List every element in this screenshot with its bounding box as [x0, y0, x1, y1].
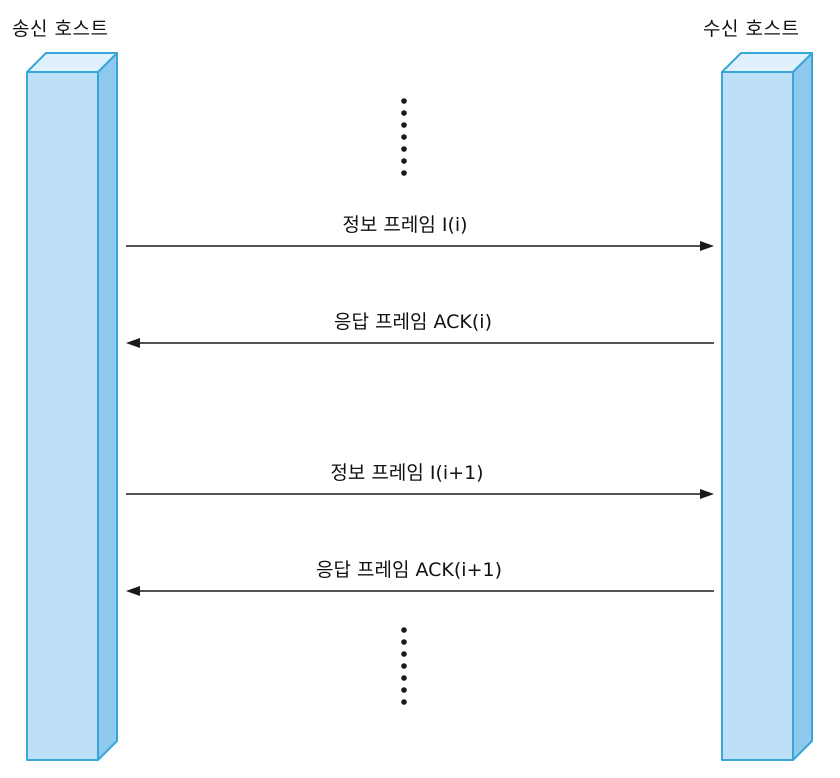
message-arrow-3	[126, 489, 714, 499]
message-label-2: 응답 프레임 ACK(i)	[334, 311, 492, 333]
continuation-dot	[401, 663, 407, 669]
continuation-dots-top	[401, 98, 407, 176]
receiver-host-label: 수신 호스트	[703, 18, 800, 40]
sender-bar-top	[26, 52, 118, 73]
receiver-bar-top	[721, 52, 813, 73]
message-label-3: 정보 프레임 I(i+1)	[330, 462, 484, 484]
continuation-dot	[401, 687, 407, 693]
receiver-bar-side	[792, 52, 813, 761]
message-label-1: 정보 프레임 I(i)	[342, 214, 468, 236]
continuation-dot	[401, 110, 407, 116]
continuation-dot	[401, 146, 407, 152]
sender-host-label: 송신 호스트	[12, 18, 109, 40]
sender-bar-side	[97, 52, 118, 761]
continuation-dot	[401, 170, 407, 176]
sender-bar-front	[26, 71, 99, 761]
message-arrow-2	[126, 338, 714, 348]
continuation-dot	[401, 639, 407, 645]
receiver-bar-front	[721, 71, 794, 761]
continuation-dot	[401, 122, 407, 128]
message-arrow-4	[126, 586, 714, 596]
continuation-dot	[401, 627, 407, 633]
continuation-dot	[401, 98, 407, 104]
continuation-dot	[401, 675, 407, 681]
continuation-dot	[401, 134, 407, 140]
receiver-host-bar	[721, 52, 813, 761]
continuation-dots-bottom	[401, 627, 407, 705]
sender-host-bar	[26, 52, 118, 761]
continuation-dot	[401, 699, 407, 705]
message-arrow-1	[126, 241, 714, 251]
continuation-dot	[401, 651, 407, 657]
continuation-dot	[401, 158, 407, 164]
message-label-4: 응답 프레임 ACK(i+1)	[316, 559, 502, 581]
